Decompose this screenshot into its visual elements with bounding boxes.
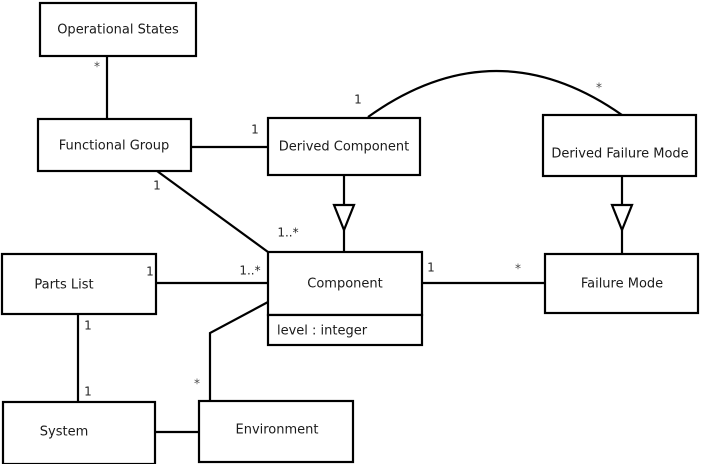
multiplicity-label-derivedfailuremode-arc-star: * [596,81,602,95]
multiplicity-label-component-failuremode-one: 1 [427,261,435,275]
multiplicity-labels-layer: * 1 1 1..* 1 * 1 1..* 1 1 1 * * [84,60,602,399]
class-box-parts-list[interactable]: Parts List [0,252,158,316]
class-name-label: Derived Failure Mode [551,147,688,162]
association-arc [367,69,623,118]
class-box-operational-states[interactable]: Operational States [38,1,198,58]
multiplicity-label-derivedcomponent-arc-one: 1 [354,93,362,107]
class-box-frame [541,113,698,178]
association-line [208,301,269,401]
class-name-label: Failure Mode [581,277,663,292]
class-box-derived-component[interactable]: Derived Component [266,116,422,177]
class-box-frame [1,400,157,464]
generalization-triangle-icon [610,203,634,233]
multiplicity-label-component-failuremode-star: * [515,262,521,276]
multiplicity-label-partslist-component-one: 1 [146,265,154,279]
generalization-triangle-icon [332,203,356,233]
class-attribute-compartment [266,313,424,347]
class-box-frame [543,252,700,315]
class-box-frame [36,117,193,173]
class-name-label: Component [307,277,382,292]
class-name-label: System [40,425,88,440]
multiplicity-label-partslist-component-onetomany: 1..* [239,264,260,278]
class-attribute-label: level : integer [277,324,368,339]
association-environment-component[interactable] [208,301,269,401]
class-box-frame [38,1,198,58]
class-name-label: Derived Component [279,140,410,155]
association-line [156,170,269,253]
class-name-label: Functional Group [59,139,170,154]
multiplicity-label-opstates-functionalgroup-star: * [94,60,100,74]
class-box-frame [0,252,158,316]
class-box-functional-group[interactable]: Functional Group [36,117,193,173]
class-name-label: Operational States [57,23,179,38]
multiplicity-label-environment-component-star: * [194,377,200,391]
generalization-failure-mode-to-derived-failure-mode[interactable] [610,176,634,254]
associations-layer [76,56,623,434]
multiplicity-label-functionalgroup-component-onetomany: 1..* [277,226,298,240]
class-box-derived-failure-mode[interactable]: Derived Failure Mode [541,113,698,178]
class-box-frame [266,116,422,177]
multiplicity-label-partslist-system-top-one: 1 [84,319,92,333]
class-box-component[interactable]: Component level : integer [266,250,424,347]
generalizations-layer [332,175,634,254]
class-name-label: Parts List [34,278,93,293]
association-functional-group-component[interactable] [156,170,269,253]
multiplicity-label-partslist-system-bottom-one: 1 [84,385,92,399]
multiplicity-label-functionalgroup-derivedcomponent-one: 1 [251,123,259,137]
multiplicity-label-functionalgroup-component-one: 1 [153,179,161,193]
class-box-system[interactable]: System [1,400,157,464]
generalization-component-to-derived-component[interactable] [332,175,356,252]
class-name-label: Environment [235,423,318,438]
class-box-frame [197,399,355,464]
association-derived-component-derived-failure-mode[interactable] [367,69,623,118]
class-box-failure-mode[interactable]: Failure Mode [543,252,700,315]
class-box-frame [266,250,424,317]
class-box-environment[interactable]: Environment [197,399,355,464]
